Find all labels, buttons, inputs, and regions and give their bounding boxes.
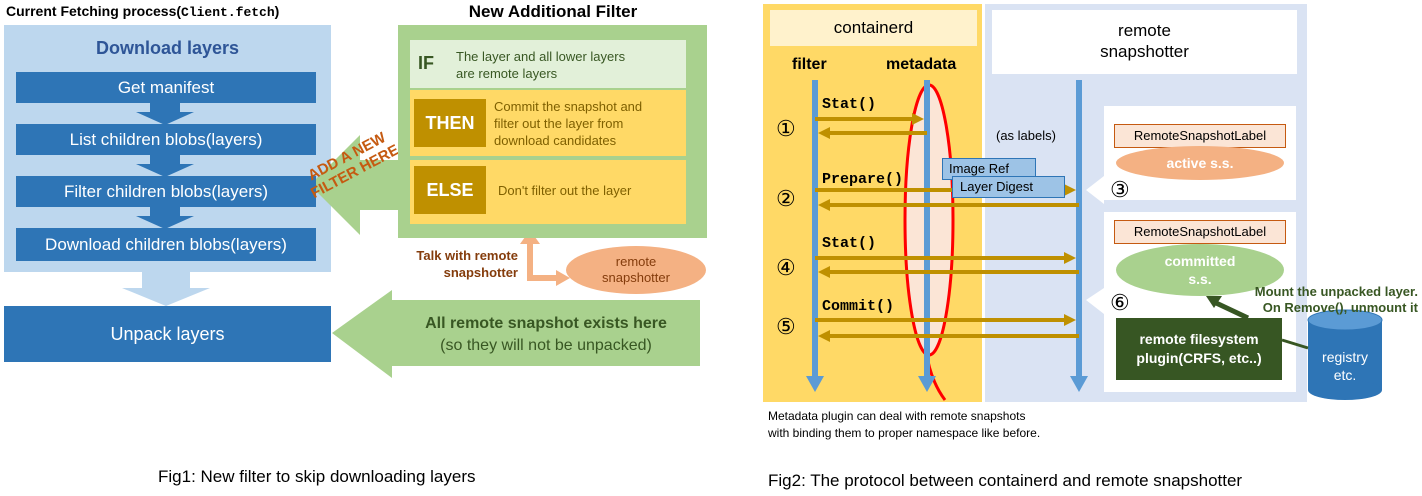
step-label: Get manifest	[117, 78, 215, 97]
if-text: The layer and all lower layers are remot…	[456, 48, 625, 82]
fig1-title-prefix: Current Fetching process(	[6, 3, 182, 19]
registry-line: registry	[1322, 349, 1368, 365]
fig1-arrows	[122, 103, 700, 378]
mount-note-line: Mount the unpacked layer.	[1254, 284, 1418, 299]
step-list-blobs: List children blobs(layers)	[16, 124, 316, 155]
metadata-note-line: Metadata plugin can deal with remote sna…	[768, 409, 1026, 423]
step-get-manifest: Get manifest	[16, 72, 316, 103]
if-label: IF	[418, 53, 434, 73]
step-label: Download children blobs(layers)	[45, 235, 287, 254]
fig1: Current Fetching process(Client.fetch) D…	[4, 2, 707, 486]
layer-digest-tag: Layer Digest	[952, 176, 1065, 198]
committed-line: committed	[1164, 253, 1236, 269]
mount-note-line: On Remove(), unmount it	[1262, 300, 1418, 315]
step-4: ④	[776, 255, 796, 280]
remote-snapshotter-line: snapshotter	[602, 270, 670, 285]
then-label-box: THEN	[414, 99, 486, 147]
remote-snapshot-label-2: RemoteSnapshotLabel	[1114, 220, 1286, 244]
else-text: Don't filter out the layer	[498, 183, 632, 198]
active-ss-label: active s.s.	[1166, 155, 1234, 171]
call-stat-1: Stat()	[822, 96, 877, 113]
if-text-line: are remote layers	[456, 66, 558, 81]
layer-digest-label: Layer Digest	[960, 179, 1033, 194]
then-label: THEN	[425, 113, 475, 133]
step-3: ③	[1110, 177, 1130, 202]
step-label: Filter children blobs(layers)	[63, 182, 269, 201]
active-ss-ellipse: active s.s.	[1116, 146, 1284, 180]
talk-line: snapshotter	[443, 265, 518, 280]
call-stat-2: Stat()	[822, 235, 877, 252]
committed-line: s.s.	[1188, 271, 1212, 287]
metadata-note-line: with binding them to proper namespace li…	[768, 426, 1041, 440]
label-key-text: RemoteSnapshotLabel	[1133, 224, 1267, 239]
fig2-caption: Fig2: The protocol between containerd an…	[768, 471, 1243, 490]
download-layers-header: Download layers	[95, 38, 240, 58]
then-text-line: Commit the snapshot and	[494, 99, 643, 114]
if-row	[410, 40, 686, 88]
remote-snapshotter-header: remote snapshotter	[992, 10, 1297, 74]
then-text-line: filter out the layer from	[494, 116, 624, 131]
fs-plugin-box: remote filesystem plugin(CRFS, etc..)	[1116, 318, 1282, 380]
containerd-header: containerd	[770, 10, 977, 46]
remote-exists-line: All remote snapshot exists here	[425, 315, 667, 332]
metadata-note: Metadata plugin can deal with remote sna…	[768, 408, 1040, 442]
remote-header-line: remote	[1118, 21, 1171, 40]
talk-line: Talk with remote	[416, 248, 518, 263]
fig1-caption: Fig1: New filter to skip downloading lay…	[158, 467, 476, 486]
remote-exists-line: (so they will not be unpacked)	[440, 337, 652, 354]
call-commit: Commit()	[822, 298, 895, 315]
step-download-blobs: Download children blobs(layers)	[16, 228, 316, 261]
filter-title: New Additional Filter	[468, 2, 638, 21]
unpack-layers-box: Unpack layers	[4, 306, 331, 362]
fig1-title: Current Fetching process(Client.fetch)	[6, 3, 279, 20]
label-key-text: RemoteSnapshotLabel	[1133, 128, 1267, 143]
step-2: ②	[776, 186, 796, 211]
fig1-title-code: Client.fetch	[181, 5, 275, 20]
registry-label: registry etc.	[1308, 348, 1382, 384]
image-ref-tag: Image Ref	[942, 158, 1036, 180]
step-6: ⑥	[1110, 290, 1130, 315]
as-labels-note: (as labels)	[996, 128, 1056, 143]
image-ref-label: Image Ref	[949, 161, 1009, 176]
mount-note: Mount the unpacked layer. On Remove(), u…	[1228, 284, 1418, 316]
committed-ss-ellipse: committed s.s.	[1116, 244, 1284, 296]
remote-exists-note: All remote snapshot exists here (so they…	[396, 313, 696, 357]
fs-plugin-line: remote filesystem	[1139, 331, 1259, 347]
call-prepare: Prepare()	[822, 171, 904, 188]
if-text-line: The layer and all lower layers	[456, 49, 626, 64]
step-label: List children blobs(layers)	[69, 130, 263, 149]
unpack-label: Unpack layers	[110, 324, 225, 344]
remote-snapshotter-line: remote	[615, 254, 657, 269]
metadata-column-label: metadata	[886, 56, 957, 73]
step-filter-blobs: Filter children blobs(layers)	[16, 176, 316, 207]
step-1: ①	[776, 116, 796, 141]
fs-plugin-line: plugin(CRFS, etc..)	[1136, 350, 1262, 366]
filter-column-label: filter	[792, 56, 827, 73]
containerd-label: containerd	[833, 18, 914, 37]
remote-snapshot-label-1: RemoteSnapshotLabel	[1114, 124, 1286, 148]
registry-line: etc.	[1333, 367, 1357, 383]
else-label: ELSE	[426, 180, 474, 200]
remote-snapshotter-ellipse: remote snapshotter	[566, 246, 706, 294]
then-text-line: download candidates	[494, 133, 617, 148]
remote-header-line: snapshotter	[1100, 42, 1189, 61]
then-text: Commit the snapshot and filter out the l…	[494, 98, 642, 149]
step-5: ⑤	[776, 314, 796, 339]
talk-note: Talk with remote snapshotter	[394, 247, 518, 281]
fig1-title-suffix: )	[274, 3, 280, 19]
else-label-box: ELSE	[414, 166, 486, 214]
